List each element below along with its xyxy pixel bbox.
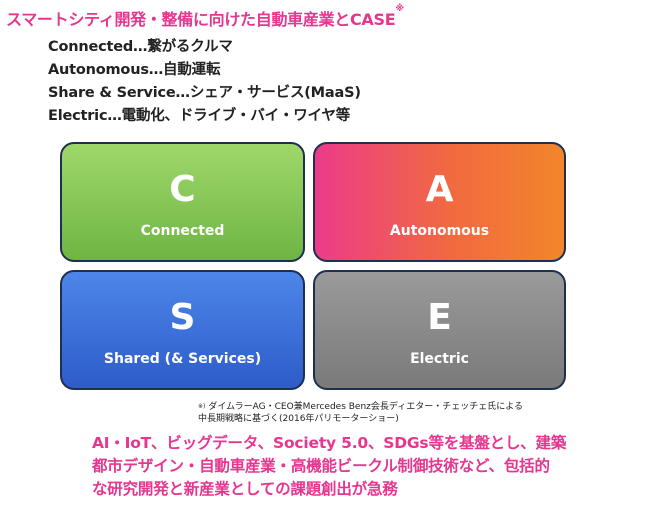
page-title: スマートシティ開発・整備に向けた自動車産業とCASE※ — [6, 4, 404, 30]
summary-line-1: AI・IoT、ビッグデータ、Society 5.0、SDGs等を基盤とし、建築 — [92, 434, 567, 452]
footnote-text-1: ダイムラーAG・CEO兼Mercedes Benz会長ディエター・チェッチェ氏に… — [208, 402, 523, 412]
summary-line-2: 都市デザイン・自動車産業・高機能ビークル制御技術など、包括的 — [92, 457, 550, 475]
card-shared: S Shared (& Services) — [60, 270, 305, 390]
card-electric: E Electric — [313, 270, 566, 390]
footnote-line-1: ※) ダイムラーAG・CEO兼Mercedes Benz会長ディエター・チェッチ… — [198, 401, 523, 413]
footnote-mark: ※) — [198, 403, 206, 410]
title-text: スマートシティ開発・整備に向けた自動車産業とCASE — [6, 10, 396, 29]
case-item-electric: Electric…電動化、ドライブ・バイ・ワイヤ等 — [48, 108, 351, 124]
case-item-autonomous: Autonomous…自動運転 — [48, 62, 221, 78]
card-letter: A — [425, 169, 454, 210]
card-word: Shared (& Services) — [103, 351, 262, 367]
case-definition-list: Connected…繋がるクルマ Autonomous…自動運転 Share &… — [48, 36, 361, 128]
case-item-share-service: Share & Service…シェア・サービス(MaaS) — [48, 85, 361, 101]
case-grid: C Connected A Autonomous S Shared (& Ser… — [60, 142, 566, 390]
card-word: Autonomous — [389, 223, 490, 239]
summary-line-3: な研究開発と新産業としての課題創出が急務 — [92, 480, 398, 498]
case-item-connected: Connected…繋がるクルマ — [48, 39, 233, 55]
card-word: Electric — [410, 351, 469, 367]
card-word: Connected — [140, 223, 225, 239]
footnote: ※) ダイムラーAG・CEO兼Mercedes Benz会長ディエター・チェッチ… — [198, 401, 523, 425]
card-letter: C — [169, 169, 196, 210]
card-connected: C Connected — [60, 142, 305, 262]
footnote-line-2: 中長期戦略に基づく(2016年パリモーターショー) — [198, 414, 399, 424]
card-autonomous: A Autonomous — [313, 142, 566, 262]
card-letter: E — [427, 297, 452, 338]
summary-statement: AI・IoT、ビッグデータ、Society 5.0、SDGs等を基盤とし、建築 … — [92, 432, 566, 501]
title-note-mark: ※ — [395, 4, 404, 14]
card-letter: S — [169, 297, 196, 338]
